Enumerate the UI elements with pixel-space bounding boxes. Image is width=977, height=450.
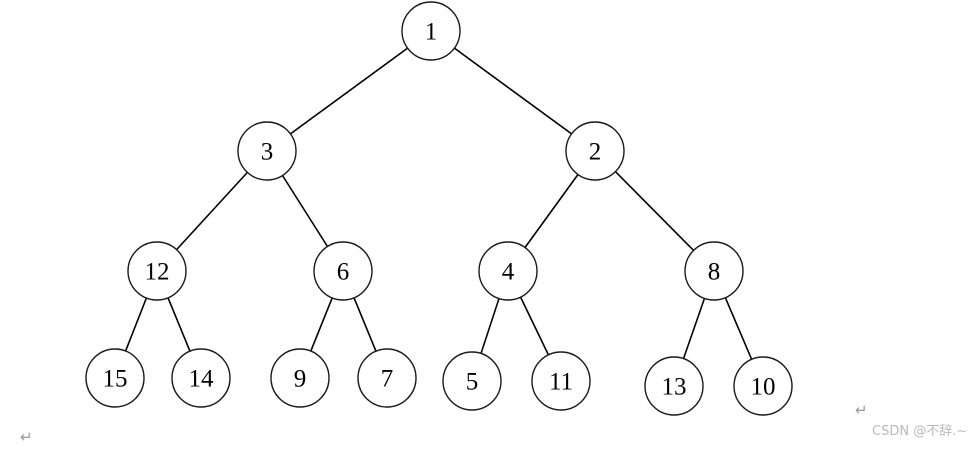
node-label: 7 — [381, 366, 394, 393]
tree-edge — [124, 297, 148, 352]
tree-node[interactable]: 1 — [401, 1, 461, 61]
tree-edge — [524, 173, 579, 249]
tree-node[interactable]: 14 — [171, 348, 231, 408]
tree-edge — [167, 297, 191, 352]
node-label: 3 — [261, 139, 274, 166]
node-label: 5 — [466, 369, 479, 396]
tree-node[interactable]: 6 — [313, 241, 373, 301]
node-label: 2 — [589, 139, 602, 166]
node-label: 8 — [708, 259, 721, 286]
tree-edge — [480, 297, 500, 355]
tree-edge — [353, 297, 377, 352]
tree-node[interactable]: 8 — [684, 241, 744, 301]
node-label: 1 — [425, 19, 438, 46]
csdn-watermark: CSDN @不辞.~ — [872, 424, 968, 439]
tree-edge — [281, 174, 329, 248]
node-circle — [565, 121, 625, 181]
tree-node[interactable]: 11 — [531, 351, 591, 411]
tree-edge — [289, 47, 409, 135]
tree-node[interactable]: 12 — [127, 241, 187, 301]
node-circle — [270, 348, 330, 408]
node-circle — [237, 121, 297, 181]
tree-node[interactable]: 2 — [565, 121, 625, 181]
node-circle — [171, 348, 231, 408]
tree-edge — [310, 297, 333, 352]
tree-node[interactable]: 13 — [644, 356, 704, 416]
tree-edge — [519, 296, 550, 356]
node-circle — [357, 348, 417, 408]
node-label: 6 — [337, 259, 350, 286]
node-label: 11 — [549, 369, 573, 396]
node-circle — [531, 351, 591, 411]
node-circle — [644, 356, 704, 416]
node-label: 4 — [502, 259, 515, 286]
tree-edge — [453, 47, 573, 135]
node-label: 13 — [662, 374, 687, 401]
node-label: 15 — [103, 366, 128, 393]
tree-edge — [614, 170, 695, 252]
node-circle — [684, 241, 744, 301]
tree-node[interactable]: 9 — [270, 348, 330, 408]
node-circle — [733, 356, 793, 416]
node-label: 9 — [294, 366, 307, 393]
node-circle — [313, 241, 373, 301]
tree-node[interactable]: 5 — [442, 351, 502, 411]
tree-node[interactable]: 3 — [237, 121, 297, 181]
tree-edge — [682, 297, 706, 360]
tree-node[interactable]: 7 — [357, 348, 417, 408]
node-circle — [478, 241, 538, 301]
tree-edge — [175, 171, 249, 251]
node-label: 12 — [145, 259, 170, 286]
tree-node[interactable]: 10 — [733, 356, 793, 416]
node-circle — [127, 241, 187, 301]
node-label: 14 — [189, 366, 215, 393]
node-circle — [401, 1, 461, 61]
node-circle — [85, 348, 145, 408]
node-circle — [442, 351, 502, 411]
edge-layer — [124, 47, 753, 361]
tree-node[interactable]: 15 — [85, 348, 145, 408]
tree-node[interactable]: 4 — [478, 241, 538, 301]
return-arrow-icon-left: ↵ — [20, 428, 33, 446]
node-label: 10 — [751, 374, 776, 401]
return-arrow-icon-right: ↵ — [855, 401, 868, 419]
tree-edge — [724, 296, 753, 361]
